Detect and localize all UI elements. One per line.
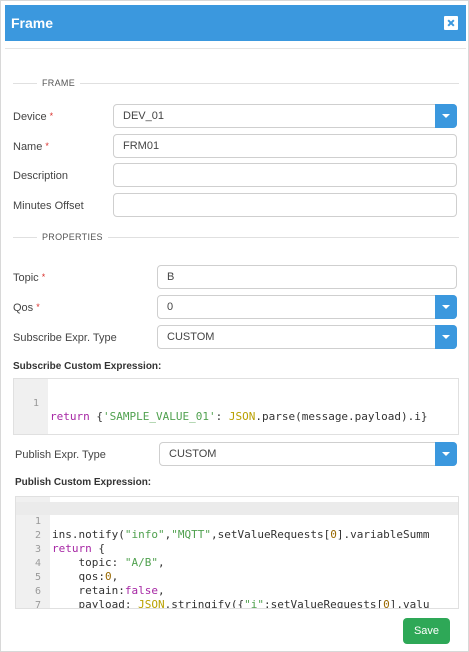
subscribe-expression-editor[interactable]: 1 return {'SAMPLE_VALUE_01': JSON.parse(… — [13, 378, 459, 435]
dialog-title: Frame — [11, 15, 54, 31]
line-number: 7 — [34, 600, 41, 609]
chevron-down-icon[interactable] — [435, 104, 457, 128]
topic-label: Topic* — [13, 272, 46, 284]
code-line: 5 retain:false, — [16, 558, 458, 597]
description-label: Description — [13, 170, 69, 182]
line-number: 3 — [34, 544, 41, 555]
line-number: 6 — [34, 586, 41, 597]
properties-section-label: PROPERTIES — [37, 232, 108, 242]
minutes-offset-input[interactable] — [113, 193, 457, 217]
device-label: Device* — [13, 111, 54, 123]
required-marker: * — [41, 272, 46, 282]
subscribe-expression-title: Subscribe Custom Expression: — [13, 361, 162, 372]
required-marker: * — [36, 302, 40, 312]
code-text: return { — [52, 542, 105, 555]
code-line: 2 return { — [16, 516, 458, 555]
code-text: retain:false, — [52, 584, 165, 597]
chevron-down-icon[interactable] — [435, 295, 457, 319]
required-marker: * — [49, 111, 54, 121]
code-line: 6 payload: JSON.stringify({"i":setValueR… — [16, 572, 458, 608]
qos-value: 0 — [167, 301, 174, 313]
code-text: payload: JSON.stringify({"i":setValueReq… — [52, 598, 430, 609]
code-line: 7 } — [16, 586, 458, 608]
line-number: 4 — [34, 558, 41, 569]
code-line: 1 ins.notify("info","MQTT",setValueReque… — [16, 502, 458, 541]
description-input[interactable] — [113, 163, 457, 187]
publish-expr-type-value: CUSTOM — [169, 448, 217, 460]
code-line: 4 qos:0, — [16, 544, 458, 583]
qos-label: Qos* — [13, 302, 40, 314]
minutes-offset-label: Minutes Offset — [13, 200, 84, 212]
properties-section-line — [13, 237, 459, 238]
code-text: ins.notify("info","MQTT",setValueRequest… — [52, 528, 430, 541]
code-text: return {'SAMPLE_VALUE_01': JSON.parse(me… — [50, 410, 428, 423]
topic-input[interactable]: B — [157, 265, 457, 289]
code-text: topic: "A/B", — [52, 556, 165, 569]
code-line: 1 return {'SAMPLE_VALUE_01': JSON.parse(… — [14, 384, 458, 423]
device-value: DEV_01 — [123, 110, 164, 122]
save-label: Save — [413, 625, 440, 637]
subscribe-expr-type-select[interactable]: CUSTOM — [157, 325, 457, 349]
code-line: 3 topic: "A/B", — [16, 530, 458, 569]
line-number: 1 — [32, 398, 39, 409]
subscribe-expr-type-value: CUSTOM — [167, 331, 215, 343]
frame-section-line — [13, 83, 459, 84]
publish-expression-editor[interactable]: 1 ins.notify("info","MQTT",setValueReque… — [15, 496, 459, 609]
code-text: qos:0, — [52, 570, 119, 583]
publish-expr-type-select[interactable]: CUSTOM — [159, 442, 457, 466]
editor-gutter — [16, 497, 50, 608]
editor-gutter — [14, 379, 48, 434]
close-icon[interactable] — [444, 16, 458, 30]
frame-section-label: FRAME — [37, 78, 80, 88]
device-select[interactable]: DEV_01 — [113, 104, 457, 128]
line-number: 5 — [34, 572, 41, 583]
save-button[interactable]: Save — [403, 618, 450, 644]
dialog-header: Frame — [5, 5, 466, 41]
line-number: 1 — [34, 516, 41, 527]
name-input[interactable]: FRM01 — [113, 134, 457, 158]
qos-select[interactable]: 0 — [157, 295, 457, 319]
line-number: 2 — [34, 530, 41, 541]
chevron-down-icon[interactable] — [435, 442, 457, 466]
name-label: Name* — [13, 141, 49, 153]
required-marker: * — [45, 141, 49, 151]
subscribe-expr-type-label: Subscribe Expr. Type — [13, 332, 117, 344]
header-separator — [5, 48, 466, 49]
publish-expression-title: Publish Custom Expression: — [15, 477, 152, 488]
publish-expr-type-label: Publish Expr. Type — [15, 449, 106, 461]
chevron-down-icon[interactable] — [435, 325, 457, 349]
